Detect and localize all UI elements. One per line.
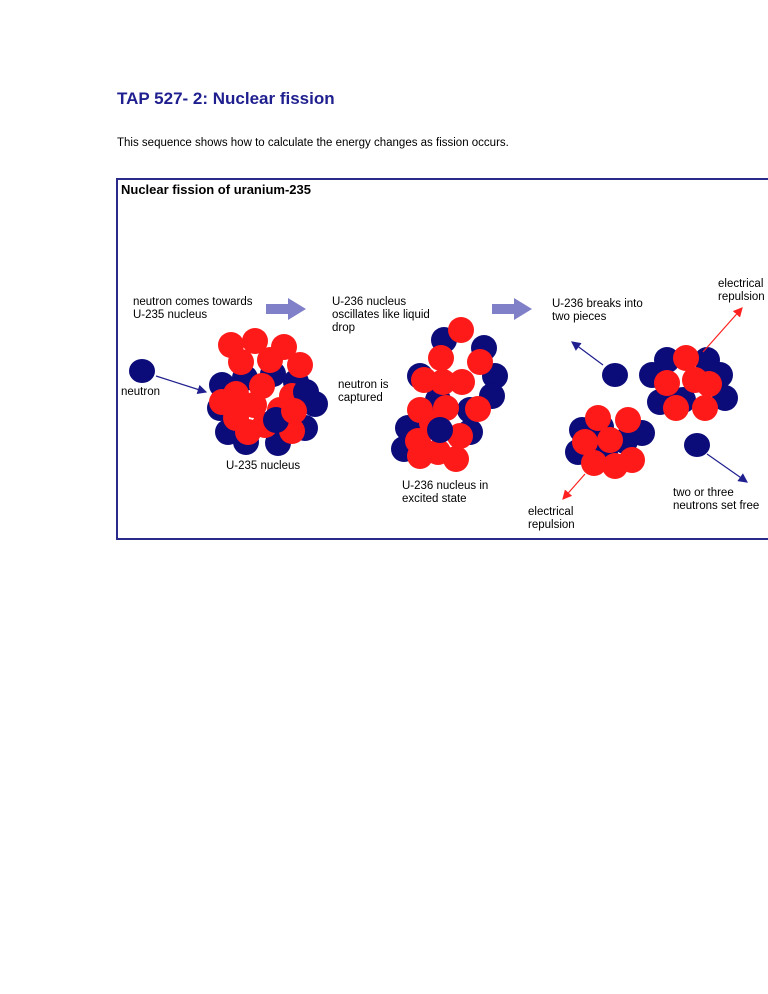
proton: [585, 405, 611, 431]
repulsion-arrow-lower: [562, 473, 586, 500]
proton: [428, 345, 454, 371]
label-repulsion-bottom: electrical repulsion: [528, 506, 575, 531]
neutron-direction-arrow: [155, 375, 208, 395]
proton: [241, 392, 267, 418]
u236-excited-nucleus: [391, 317, 508, 472]
fission-fragment-lower: [565, 405, 655, 479]
proton: [242, 328, 268, 354]
u235-nucleus: [207, 328, 328, 456]
step-arrow-1: [266, 298, 306, 320]
label-oscillates: U-236 nucleus oscillates like liquid dro…: [332, 296, 430, 334]
proton: [235, 419, 261, 445]
neutron-particle: [654, 347, 680, 373]
incoming-neutron: [129, 359, 155, 383]
proton: [654, 370, 680, 396]
intro-text: This sequence shows how to calculate the…: [117, 137, 509, 149]
proton: [465, 396, 491, 422]
proton: [597, 427, 623, 453]
neutron-particle: [293, 379, 319, 405]
label-neutron: neutron: [121, 386, 161, 398]
label-u235: U-235 nucleus: [226, 460, 301, 472]
proton: [448, 317, 474, 343]
proton: [411, 367, 437, 393]
proton: [228, 349, 254, 375]
proton: [615, 407, 641, 433]
label-repulsion-top: electrical repulsion: [718, 278, 765, 303]
label-breaks: U-236 breaks into two pieces: [552, 298, 643, 323]
neutron-particle: [427, 417, 453, 443]
proton: [257, 347, 283, 373]
proton: [673, 345, 699, 371]
proton: [581, 450, 607, 476]
label-neutron-comes: neutron comes towards U-235 nucleus: [133, 296, 253, 321]
proton: [449, 369, 475, 395]
proton: [467, 349, 493, 375]
proton: [281, 398, 307, 424]
proton: [430, 369, 456, 395]
label-neutrons-free: two or three neutrons set free: [673, 487, 760, 512]
free-neutron-lower: [684, 433, 710, 457]
repulsion-arrow-upper: [702, 307, 743, 353]
label-captured: neutron is captured: [338, 379, 389, 404]
figure-frame: [116, 178, 768, 540]
free-neutron-lower-arrow: [706, 453, 748, 483]
fission-fragment-upper: [639, 345, 738, 421]
figure-title: Nuclear fission of uranium-235: [121, 182, 311, 197]
proton: [692, 395, 718, 421]
free-neutron-upper-arrow: [571, 341, 604, 366]
step-arrow-2: [492, 298, 532, 320]
free-neutron-upper: [602, 363, 628, 387]
label-excited: U-236 nucleus in excited state: [402, 480, 489, 505]
proton: [443, 446, 469, 472]
proton: [663, 395, 689, 421]
proton: [407, 443, 433, 469]
proton: [602, 453, 628, 479]
page-title: TAP 527- 2: Nuclear fission: [117, 89, 335, 108]
proton: [696, 371, 722, 397]
proton: [447, 423, 473, 449]
proton: [287, 352, 313, 378]
proton: [572, 429, 598, 455]
